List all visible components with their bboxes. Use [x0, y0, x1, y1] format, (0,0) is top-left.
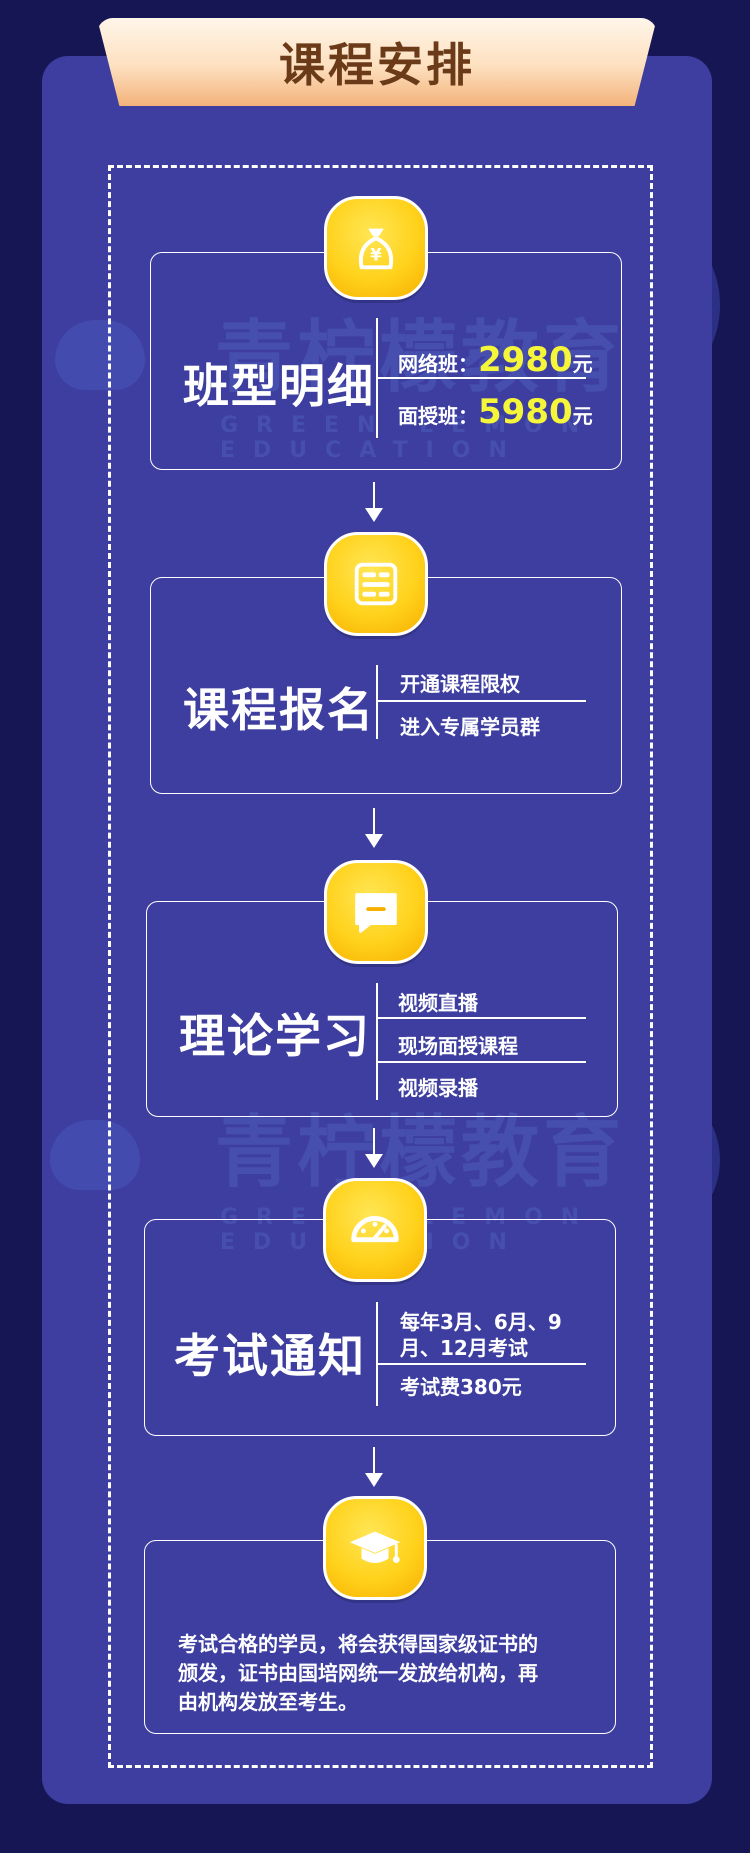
- divider: [378, 1017, 586, 1019]
- certificate-line: 颁发，证书由国培网统一发放给机构，再: [178, 1661, 538, 1685]
- certificate-line: 由机构发放至考生。: [178, 1690, 358, 1714]
- price-value: 2980: [478, 340, 573, 380]
- divider: [378, 377, 586, 379]
- svg-text:¥: ¥: [370, 246, 382, 265]
- chat-bubble-icon: [355, 893, 397, 933]
- divider: [378, 1363, 586, 1365]
- step-badge: ¥: [324, 196, 428, 300]
- step-label: 班型明细: [183, 359, 375, 413]
- down-arrow-icon: [365, 1128, 383, 1168]
- step-item: 进入专属学员群: [400, 715, 540, 739]
- page-title: 课程安排: [279, 38, 475, 92]
- down-arrow-icon: [365, 482, 383, 522]
- price-unit: 元: [572, 404, 593, 428]
- price-label: 面授班：: [398, 404, 478, 428]
- step-badge: [324, 532, 428, 636]
- price-value: 5980: [478, 392, 573, 432]
- step-label: 考试通知: [174, 1329, 366, 1383]
- watermark-logo-icon: [55, 320, 145, 390]
- watermark-logo-icon: [50, 1120, 140, 1190]
- step-item: 视频直播: [398, 991, 478, 1015]
- price-unit: 元: [572, 352, 593, 376]
- divider: [376, 318, 378, 438]
- divider: [376, 665, 378, 739]
- divider: [378, 1061, 586, 1063]
- down-arrow-icon: [365, 1447, 383, 1487]
- step-item: 现场面授课程: [398, 1034, 518, 1058]
- down-arrow-icon: [365, 808, 383, 848]
- step-item: 月、12月考试: [400, 1336, 528, 1360]
- step-badge: [323, 1178, 427, 1282]
- step-item: 视频录播: [398, 1076, 478, 1100]
- list-icon: [354, 562, 398, 606]
- step-item: 开通课程限权: [400, 672, 520, 696]
- dashed-frame: [108, 165, 653, 1768]
- divider: [378, 700, 586, 702]
- divider: [376, 983, 378, 1100]
- step-label: 课程报名: [183, 683, 375, 737]
- speedometer-icon: [351, 1215, 399, 1243]
- step-label: 理论学习: [179, 1009, 371, 1063]
- price-label: 网络班：: [398, 352, 478, 376]
- step-item: 每年3月、6月、9: [400, 1310, 562, 1334]
- step-badge: [323, 1496, 427, 1600]
- step-badge: [324, 860, 428, 964]
- divider: [376, 1302, 378, 1406]
- title-tab: 课程安排: [97, 18, 657, 106]
- certificate-line: 考试合格的学员，将会获得国家级证书的: [178, 1632, 538, 1656]
- price-row-offline: 面授班：5980元: [398, 392, 593, 432]
- price-row-online: 网络班：2980元: [398, 340, 593, 380]
- certificate-description: 考试合格的学员，将会获得国家级证书的 颁发，证书由国培网统一发放给机构，再 由机…: [178, 1630, 598, 1717]
- step-item: 考试费380元: [400, 1375, 522, 1399]
- money-bag-icon: ¥: [358, 228, 394, 270]
- graduation-cap-icon: [349, 1531, 401, 1563]
